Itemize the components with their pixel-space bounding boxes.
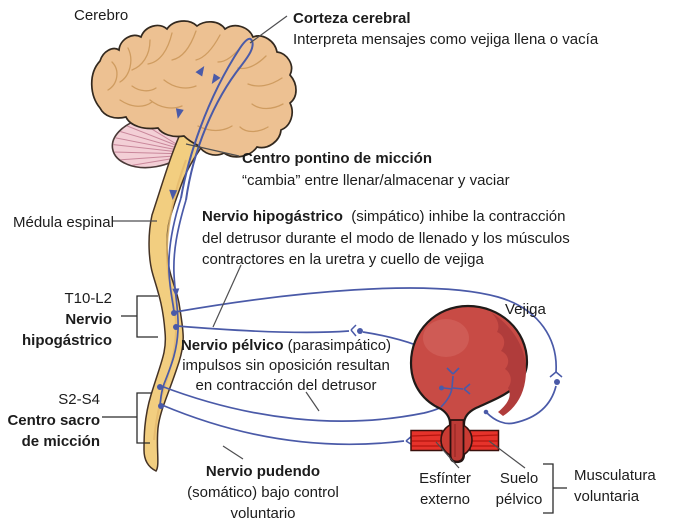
label-medula: Médula espinal bbox=[13, 214, 114, 231]
leader-corteza bbox=[249, 15, 288, 44]
hypogastric-nerve-lower bbox=[176, 325, 350, 334]
label-cerebro: Cerebro bbox=[74, 7, 129, 24]
leader-suelo bbox=[488, 440, 526, 469]
label-pelvico-block: Nervio pélvico (parasimpático) impulsos … bbox=[168, 336, 404, 396]
brackets bbox=[102, 295, 567, 514]
label-t10-block: T10-L2 Nervio hipogástrico bbox=[18, 288, 112, 351]
suelo-line1: Suelo bbox=[499, 470, 539, 487]
pudendal-nerve bbox=[161, 404, 405, 446]
esfinter-line2: externo bbox=[419, 491, 471, 508]
label-corteza-title: Corteza cerebral bbox=[293, 10, 411, 27]
label-corteza-desc: Interpreta mensajes como vejiga llena o … bbox=[293, 31, 599, 48]
pudendo-line3: voluntario bbox=[230, 505, 296, 522]
pelvic-nerve bbox=[160, 385, 442, 422]
label-hipogastrico-info: Nervio hipogástrico (simpático) inhibe l… bbox=[202, 206, 570, 271]
t10-range: T10-L2 bbox=[64, 290, 112, 307]
direction-arrows bbox=[169, 65, 221, 297]
hipogastrico-line1: Nervio hipogástrico (simpático) inhibe l… bbox=[202, 208, 566, 225]
label-musculatura: Musculatura voluntaria bbox=[574, 465, 656, 507]
leader-lines bbox=[112, 15, 526, 469]
pudendo-line2: (somático) bajo control bbox=[187, 484, 339, 501]
label-suelo: Suelo pélvico bbox=[486, 468, 552, 510]
label-esfinter: Esfínter externo bbox=[408, 468, 482, 510]
muscle-streaks bbox=[411, 434, 499, 447]
bladder-shading bbox=[490, 312, 526, 416]
musculatura-line2: voluntaria bbox=[574, 488, 640, 505]
bracket-musculatura bbox=[543, 463, 567, 514]
label-pontino-title: Centro pontino de micción bbox=[242, 150, 432, 167]
urethra-tube bbox=[449, 419, 465, 463]
spinal-cord bbox=[143, 127, 206, 472]
leader-esfinter bbox=[435, 441, 460, 469]
bracket-s2 bbox=[102, 392, 152, 444]
esfinter-line1: Esfínter bbox=[419, 470, 471, 487]
s2-range: S2-S4 bbox=[58, 391, 100, 408]
leader-hipogastrico bbox=[212, 264, 242, 328]
hipogastrico-line2: del detrusor durante el modo de llenado … bbox=[202, 229, 570, 247]
pelvico-line2: impulsos sin oposición resultan bbox=[182, 357, 390, 374]
leader-pontino bbox=[185, 143, 240, 157]
bladder-illustration bbox=[409, 304, 529, 464]
pelvic-floor-muscles bbox=[410, 419, 500, 463]
bracket-t10 bbox=[121, 295, 158, 338]
suelo-line2: pélvico bbox=[495, 491, 543, 508]
t10-name1: Nervio bbox=[65, 311, 112, 328]
peripheral-nerves bbox=[160, 287, 563, 447]
pudendo-title: Nervio pudendo bbox=[205, 463, 321, 480]
bladder-nerve-endings bbox=[439, 367, 471, 408]
hipogastrico-line3: contractores en la uretra y cuello de ve… bbox=[202, 251, 484, 268]
postganglionic-fiber bbox=[486, 385, 557, 425]
pelvico-line3: en contracción del detrusor bbox=[195, 377, 377, 394]
musculatura-line1: Musculatura bbox=[574, 467, 656, 484]
cortical-nerve-loop bbox=[157, 37, 254, 409]
label-pontino-desc: “cambia” entre llenar/almacenar y vaciar bbox=[242, 172, 510, 189]
label-pudendo-block: Nervio pudendo (somático) bajo control v… bbox=[158, 461, 368, 524]
s2-name1: Centro sacro bbox=[7, 412, 100, 429]
t10-name2: hipogástrico bbox=[21, 332, 112, 349]
hypogastric-nerve-upper bbox=[174, 287, 557, 373]
bladder-highlight bbox=[423, 319, 469, 357]
s2-name2: de micción bbox=[21, 433, 100, 450]
leader-pelvico bbox=[305, 391, 320, 412]
label-s2-block: S2-S4 Centro sacro de micción bbox=[4, 389, 100, 452]
label-vejiga: Vejiga bbox=[505, 301, 546, 318]
brain-outline bbox=[90, 20, 297, 158]
leader-pudendo bbox=[222, 445, 244, 460]
pelvico-line1: Nervio pélvico (parasimpático) bbox=[180, 337, 392, 354]
